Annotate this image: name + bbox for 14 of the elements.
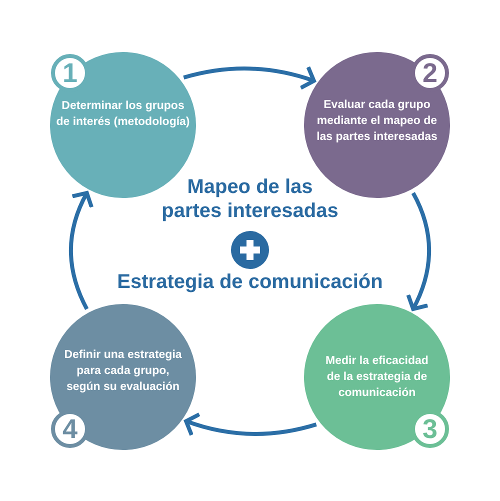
cycle-arrow	[184, 412, 317, 437]
cycle-arrow	[68, 190, 94, 310]
step-text: Definir una estrategia para cada grupo, según su evaluación	[64, 348, 182, 395]
step-text: Determinar los grupos de interés (metodología)	[55, 99, 191, 130]
step-number-badge: 3	[411, 410, 449, 448]
center-heading: Mapeo de las partes interesadas	[160, 175, 340, 223]
step-number-badge: 1	[51, 54, 89, 92]
step-text: Medir la eficacidad de la estrategia de comunicación	[324, 354, 430, 401]
step-number-badge: 2	[411, 54, 449, 92]
step-number-badge: 4	[51, 410, 89, 448]
cycle-arrow	[406, 192, 432, 312]
step-text: Evaluar cada grupo mediante el mapeo de las partes interesadas	[316, 98, 438, 145]
center-heading: Estrategia de comunicación	[116, 270, 384, 294]
cycle-arrow	[183, 65, 316, 90]
